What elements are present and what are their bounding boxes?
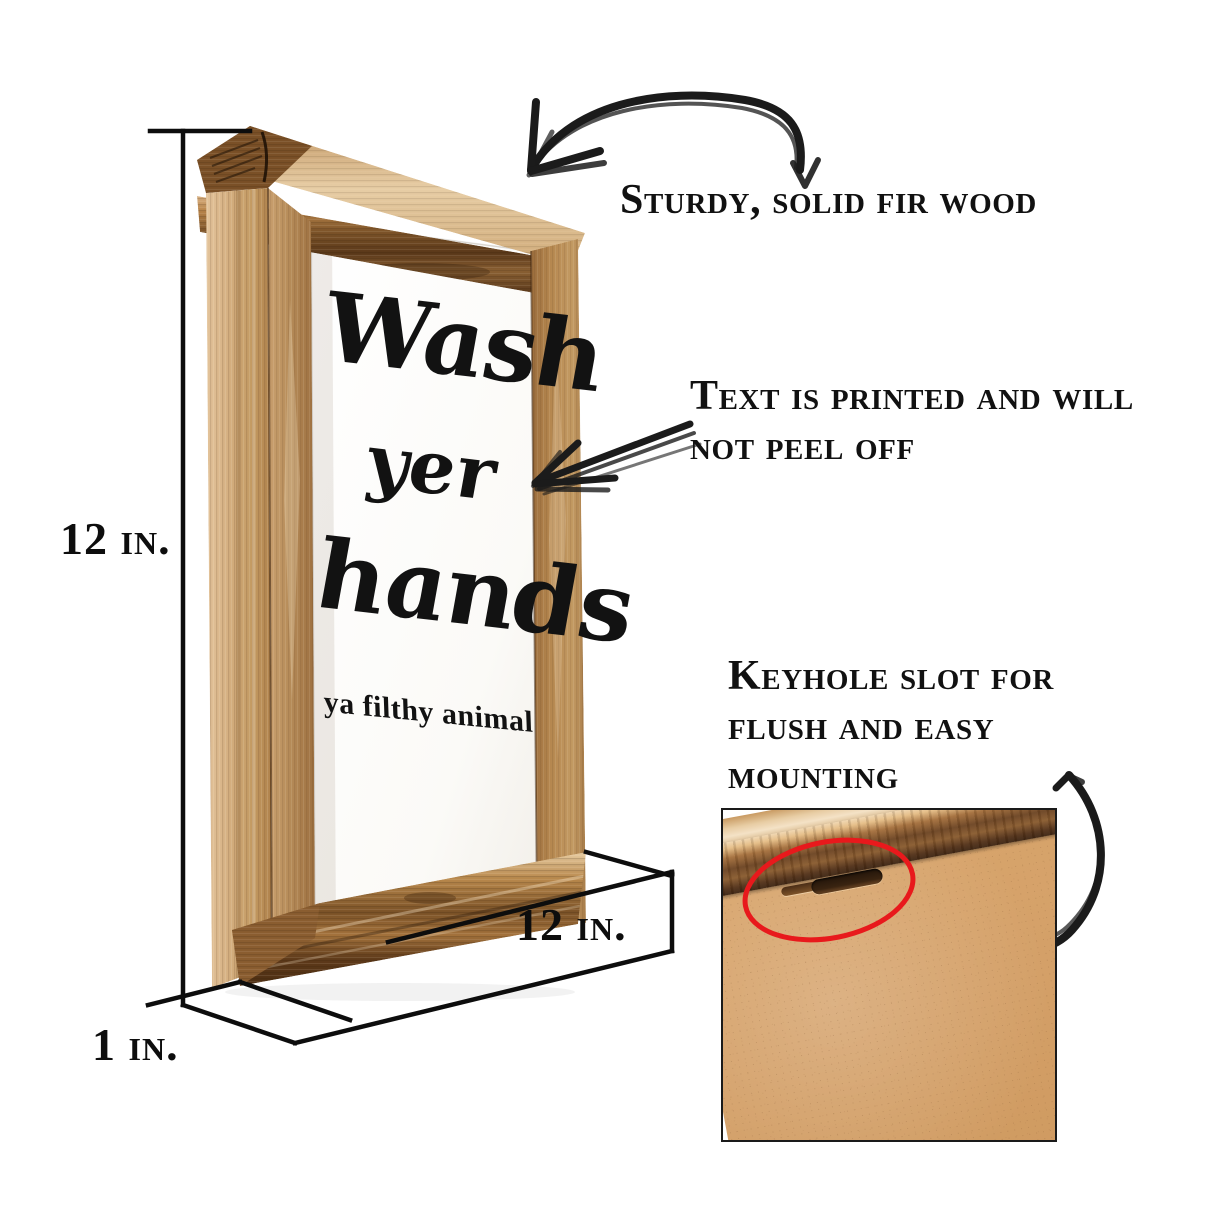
dimension-width-label: 12 in. <box>516 899 627 950</box>
dim-ext-width-top <box>385 869 675 945</box>
callout-keyhole-label: Keyhole slot for flush and easy mounting <box>728 653 1054 799</box>
straight-arrow-icon <box>531 420 702 496</box>
dimension-depth-label: 1 in. <box>92 1019 179 1070</box>
keyhole-highlight-layer <box>742 837 916 943</box>
keyhole-detail-photo <box>721 808 1057 1142</box>
dim-line-width <box>292 948 675 1046</box>
ellipse-highlight-icon <box>742 837 916 943</box>
callout-print-label: Text is printed and will not peel off <box>690 373 1134 469</box>
frame-left-front <box>268 188 315 965</box>
product-photo-sign: Wash yer hands ya filthy animal <box>0 0 700 1010</box>
dim-ext-depth <box>237 979 353 1023</box>
dim-ext-width-corner <box>583 849 675 879</box>
curved-arrow-icon <box>526 91 821 189</box>
dimension-height-label: 12 in. <box>60 513 171 564</box>
callout-wood-label: Sturdy, solid fir wood <box>620 177 1037 223</box>
dim-line-depth <box>180 1002 298 1046</box>
frame-right-front <box>531 239 586 923</box>
dim-ext-bottom <box>145 979 243 1008</box>
frame-left-side <box>206 188 272 988</box>
